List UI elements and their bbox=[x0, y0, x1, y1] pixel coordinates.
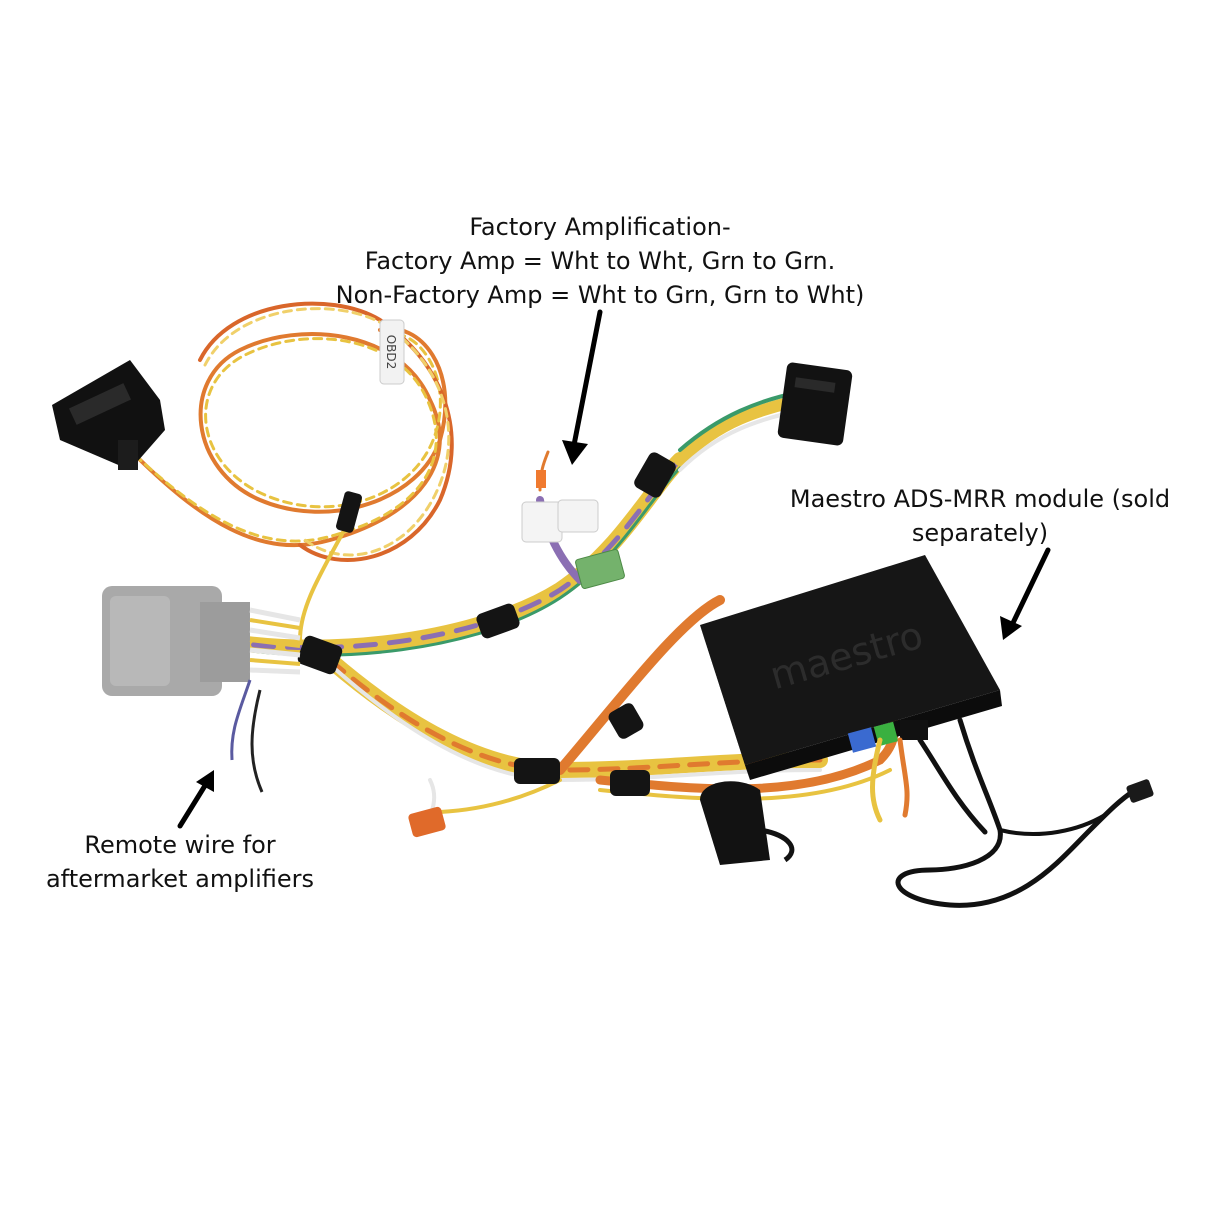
obd-connector bbox=[52, 360, 165, 470]
module-line-2: separately) bbox=[911, 519, 1049, 547]
module-line-1: Maestro ADS-MRR module (sold bbox=[789, 485, 1171, 513]
arrow-module bbox=[1000, 547, 1051, 640]
black-connector-bottom bbox=[700, 781, 795, 865]
remote-wire-annotation: Remote wire for aftermarket amplifiers bbox=[30, 828, 330, 896]
amp-plugs bbox=[521, 470, 625, 590]
remote-wire bbox=[230, 679, 264, 793]
orange-plug bbox=[408, 806, 446, 838]
maestro-module: maestro bbox=[700, 555, 1002, 780]
remote-line-1: Remote wire for bbox=[84, 831, 276, 859]
module-annotation: Maestro ADS-MRR module (sold separately) bbox=[780, 482, 1180, 550]
radio-connector-black bbox=[777, 362, 853, 446]
module-cables bbox=[870, 717, 1154, 908]
obd2-tag: OBD2 bbox=[379, 319, 405, 385]
obd2-tag-text: OBD2 bbox=[384, 335, 398, 370]
vehicle-connector-grey bbox=[102, 586, 301, 696]
factory-amplification-annotation: Factory Amplification- Factory Amp = Wht… bbox=[300, 210, 900, 312]
obd2-twisted-cable bbox=[128, 301, 454, 642]
remote-line-2: aftermarket amplifiers bbox=[45, 865, 315, 893]
arrow-remote-wire bbox=[177, 770, 214, 829]
factory-amp-line-3: Non-Factory Amp = Wht to Grn, Grn to Wht… bbox=[335, 281, 865, 309]
factory-amp-line-1: Factory Amplification- bbox=[469, 213, 731, 241]
factory-amp-line-2: Factory Amp = Wht to Wht, Grn to Grn. bbox=[364, 247, 836, 275]
tape-bands bbox=[297, 452, 676, 796]
arrow-factory-amp bbox=[562, 309, 603, 465]
